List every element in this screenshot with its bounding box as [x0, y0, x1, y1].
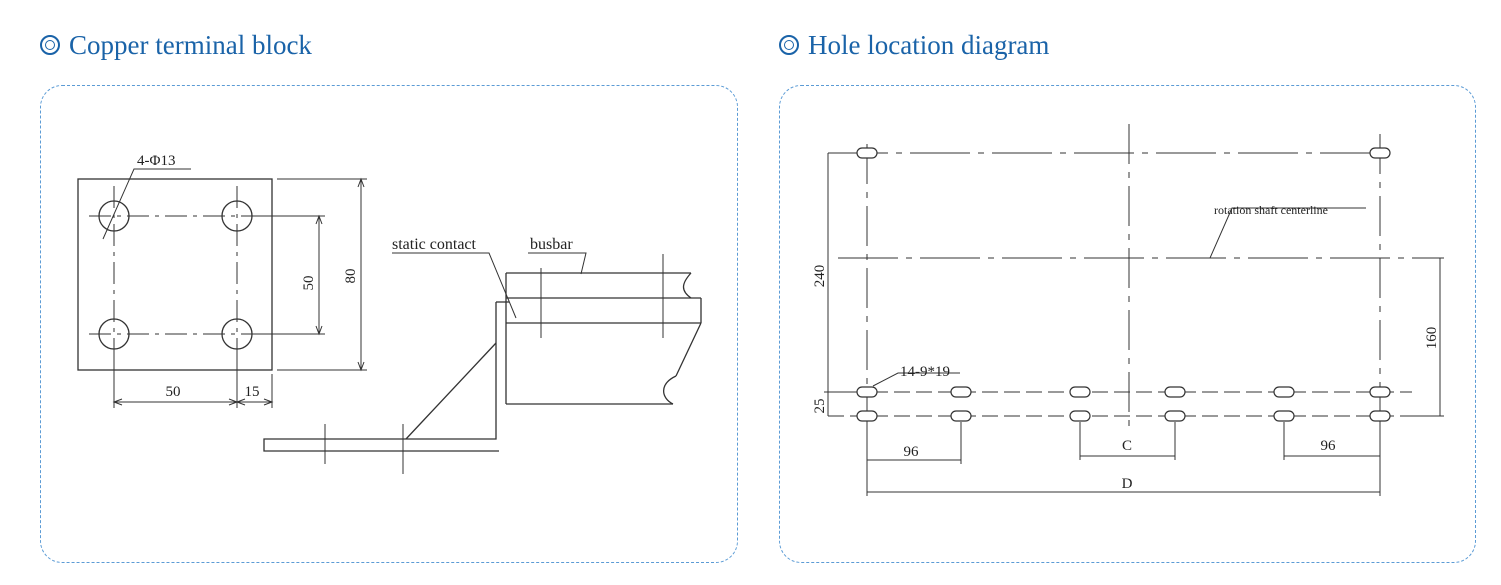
dim-d-label: D [1122, 476, 1133, 492]
busbar-label: busbar [530, 236, 573, 253]
dim-80-line [277, 177, 367, 372]
dim-160-label: 160 [1424, 327, 1440, 350]
hole-spec-leader [102, 168, 191, 240]
hole-centerlines [89, 186, 269, 398]
dim-50-vertical-label: 50 [301, 276, 317, 291]
copper-terminal-title: Copper terminal block [40, 28, 312, 62]
dim-80-label: 80 [343, 269, 359, 284]
hole-location-title-text: Hole location diagram [808, 29, 1050, 60]
double-circle-bullet-icon [40, 35, 60, 55]
dim-96-right-label: 96 [1321, 438, 1337, 454]
copper-terminal-title-text: Copper terminal block [69, 29, 312, 60]
double-circle-bullet-icon [779, 35, 799, 55]
copper-terminal-drawing: 4-Φ13 50 80 50 15 static contact busbar [77, 153, 702, 474]
side-view-assembly [263, 252, 702, 474]
dim-c-label: C [1122, 438, 1132, 454]
slotted-holes [856, 147, 1391, 422]
dim-50-vertical-line [256, 214, 325, 336]
static-contact-label: static contact [392, 236, 477, 253]
terminal-plate [77, 178, 273, 371]
hole-spec-label: 4-Φ13 [137, 153, 175, 169]
dim-50-horizontal-label: 50 [166, 384, 181, 400]
dim-horizontal-lines [112, 350, 274, 408]
hole-location-drawing: rotation shaft centerline 240 25 160 14-… [812, 124, 1444, 496]
dim-15-label: 15 [245, 384, 260, 400]
hole-location-title: Hole location diagram [779, 28, 1049, 62]
dim-240-label: 240 [812, 265, 828, 288]
rotation-shaft-label: rotation shaft centerline [1214, 203, 1328, 217]
dim-96-left-label: 96 [904, 444, 920, 460]
hole-location-panel: rotation shaft centerline 240 25 160 14-… [779, 85, 1476, 563]
hole-spec-label: 14-9*19 [900, 364, 950, 380]
dim-25-label: 25 [812, 399, 828, 414]
copper-terminal-panel: 4-Φ13 50 80 50 15 static contact busbar [40, 85, 738, 563]
